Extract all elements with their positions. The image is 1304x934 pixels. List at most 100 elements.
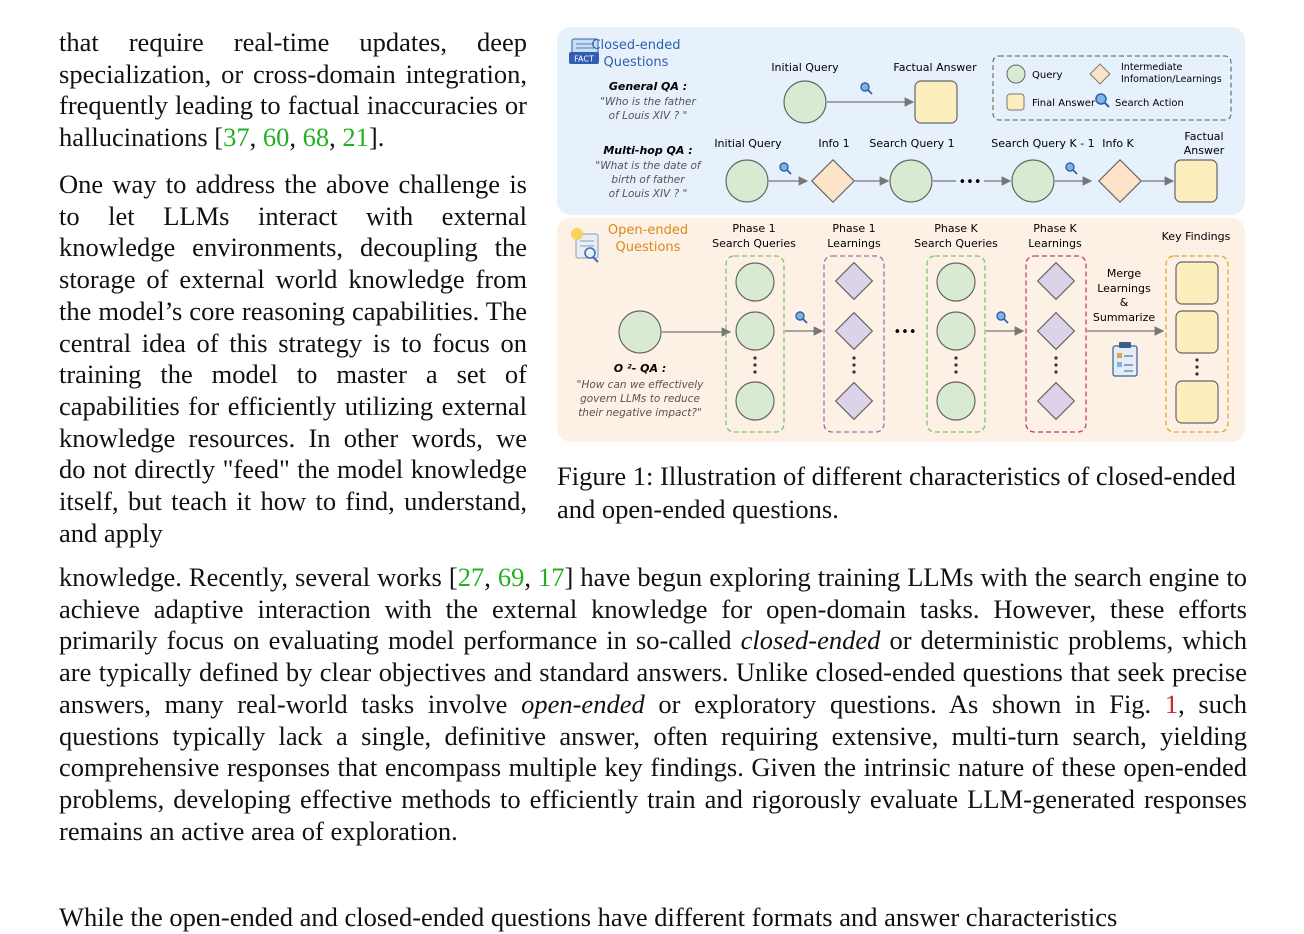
chain-info-node-1 xyxy=(810,158,856,204)
lightbulb-search-icon xyxy=(571,228,599,263)
phasek-queries-group xyxy=(926,255,986,433)
merge-line3: & xyxy=(1120,296,1129,309)
general-initial-query-label: Initial Query xyxy=(771,61,839,74)
legend-final-swatch xyxy=(1006,93,1025,111)
phasek-learning-node xyxy=(1036,261,1076,301)
phase1-learnings-group xyxy=(823,255,885,433)
search-icon xyxy=(779,162,792,175)
svg-text:FACT: FACT xyxy=(574,55,594,64)
o2-qa-label: O ²- QA : xyxy=(614,362,667,375)
phase1-query-node xyxy=(735,262,775,302)
legend-box xyxy=(992,55,1232,121)
merge-line1: Merge xyxy=(1107,267,1142,280)
multihop-question-line1: "What is the date of xyxy=(595,160,702,172)
legend-final-label: Final Answer xyxy=(1032,98,1096,109)
search-icon xyxy=(795,311,808,324)
legend-intermediate-line1: Intermediate xyxy=(1121,62,1182,73)
general-query-node xyxy=(783,80,827,124)
chain-query-node-k-1 xyxy=(1011,159,1055,203)
col-label-phase1-learnings-1: Phase 1 xyxy=(832,222,875,235)
multihop-qa-label: Multi-hop QA : xyxy=(603,144,692,157)
citation-link[interactable]: 68 xyxy=(302,122,330,153)
figure-caption: Figure 1: Illustration of different char… xyxy=(557,461,1236,524)
col-label-phasek-queries-1: Phase K xyxy=(934,222,978,235)
phasek-learning-node xyxy=(1036,381,1076,421)
key-finding-node xyxy=(1175,380,1219,424)
chain-query-node-0 xyxy=(725,159,769,203)
phase1-queries-group xyxy=(725,255,785,433)
o2-initial-query-node xyxy=(618,310,662,354)
clipboard-icon xyxy=(1112,342,1138,377)
phasek-query-node xyxy=(936,311,976,351)
chain-label-initial-query: Initial Query xyxy=(714,137,782,150)
factual-answer-node xyxy=(914,80,958,124)
citation-link[interactable]: 21 xyxy=(342,122,369,153)
key-findings-group xyxy=(1165,255,1229,433)
chain-ellipsis: ••• xyxy=(958,175,981,190)
legend-intermediate-line2: Infomation/Learnings xyxy=(1121,74,1222,85)
factual-answer-label: Factual Answer xyxy=(893,61,977,74)
general-question-line1: "Who is the father xyxy=(600,96,696,108)
paragraph-2-left: One way to address the above challenge i… xyxy=(59,169,527,548)
col-label-phase1-queries-2: Search Queries xyxy=(712,237,796,250)
chain-label-search-query-k-1: Search Query K - 1 xyxy=(991,137,1094,150)
chain-label-info-k: Info K xyxy=(1102,137,1134,150)
phasek-query-node xyxy=(936,262,976,302)
paragraph-3: While the open-ended and closed-ended qu… xyxy=(59,902,1118,932)
open-ended-panel xyxy=(557,218,1245,442)
closed-title-line2: Questions xyxy=(604,55,669,70)
phase1-learning-node xyxy=(834,381,874,421)
multihop-question-line3: of Louis XIV ? " xyxy=(609,188,688,200)
o2-question-line1: "How can we effectively xyxy=(577,379,705,391)
search-icon xyxy=(1065,162,1078,175)
open-title-line2: Questions xyxy=(616,240,681,255)
paragraph-1: that require real-time updates, deep spe… xyxy=(59,27,527,153)
chain-final-label-line1: Factual xyxy=(1184,130,1223,143)
col-label-phasek-learnings-2: Learnings xyxy=(1028,237,1082,250)
fact-icon: FACT xyxy=(569,38,599,64)
closed-title-line1: Closed-ended xyxy=(591,38,680,53)
citation-link[interactable]: 17 xyxy=(538,562,565,592)
citation-link[interactable]: 69 xyxy=(497,562,525,592)
open-title-line1: Open-ended xyxy=(608,223,688,238)
phase1-query-node xyxy=(735,311,775,351)
merge-line4: Summarize xyxy=(1093,311,1155,324)
legend-info-swatch xyxy=(1089,63,1111,85)
search-icon xyxy=(860,82,873,95)
general-question-line2: of Louis XIV ? " xyxy=(609,110,688,122)
phasek-learnings-group xyxy=(1025,255,1087,433)
o2-question-line3: their negative impact?" xyxy=(578,407,702,419)
phase1-learning-node xyxy=(834,311,874,351)
chain-factual-answer-node xyxy=(1174,159,1218,203)
phase-ellipsis: ••• xyxy=(893,325,916,340)
phasek-query-node xyxy=(936,381,976,421)
citation-link[interactable]: 37 xyxy=(223,122,250,153)
chain-info-node-k xyxy=(1097,158,1143,204)
phase1-learning-node xyxy=(834,261,874,301)
key-finding-node xyxy=(1175,261,1219,305)
o2-question-line2: govern LLMs to reduce xyxy=(580,393,700,405)
chain-label-search-query-1: Search Query 1 xyxy=(869,137,954,150)
legend-search-label: Search Action xyxy=(1115,98,1184,109)
key-findings-label: Key Findings xyxy=(1162,230,1231,243)
legend-search-icon xyxy=(1095,93,1110,108)
col-label-phase1-queries-1: Phase 1 xyxy=(732,222,775,235)
general-qa-label: General QA : xyxy=(609,80,687,93)
figure-1: FACT Closed-ended Questions General QA :… xyxy=(557,27,1245,442)
legend-query-swatch xyxy=(1006,64,1026,84)
figure-ref-link[interactable]: 1 xyxy=(1164,688,1179,719)
key-finding-node xyxy=(1175,310,1219,354)
chain-label-info-1: Info 1 xyxy=(818,137,849,150)
col-label-phasek-queries-2: Search Queries xyxy=(914,237,998,250)
citation-link[interactable]: 60 xyxy=(262,122,290,153)
chain-query-node-1 xyxy=(889,159,933,203)
search-icon xyxy=(996,311,1009,324)
phase1-query-node xyxy=(735,381,775,421)
paragraph-2-continued: knowledge. Recently, several works [27, … xyxy=(59,562,1248,846)
multihop-question-line2: birth of father xyxy=(611,174,685,186)
citation-link[interactable]: 27 xyxy=(457,562,485,592)
phasek-learning-node xyxy=(1036,311,1076,351)
col-label-phasek-learnings-1: Phase K xyxy=(1033,222,1077,235)
merge-line2: Learnings xyxy=(1097,282,1151,295)
chain-final-label-line2: Answer xyxy=(1184,144,1225,157)
